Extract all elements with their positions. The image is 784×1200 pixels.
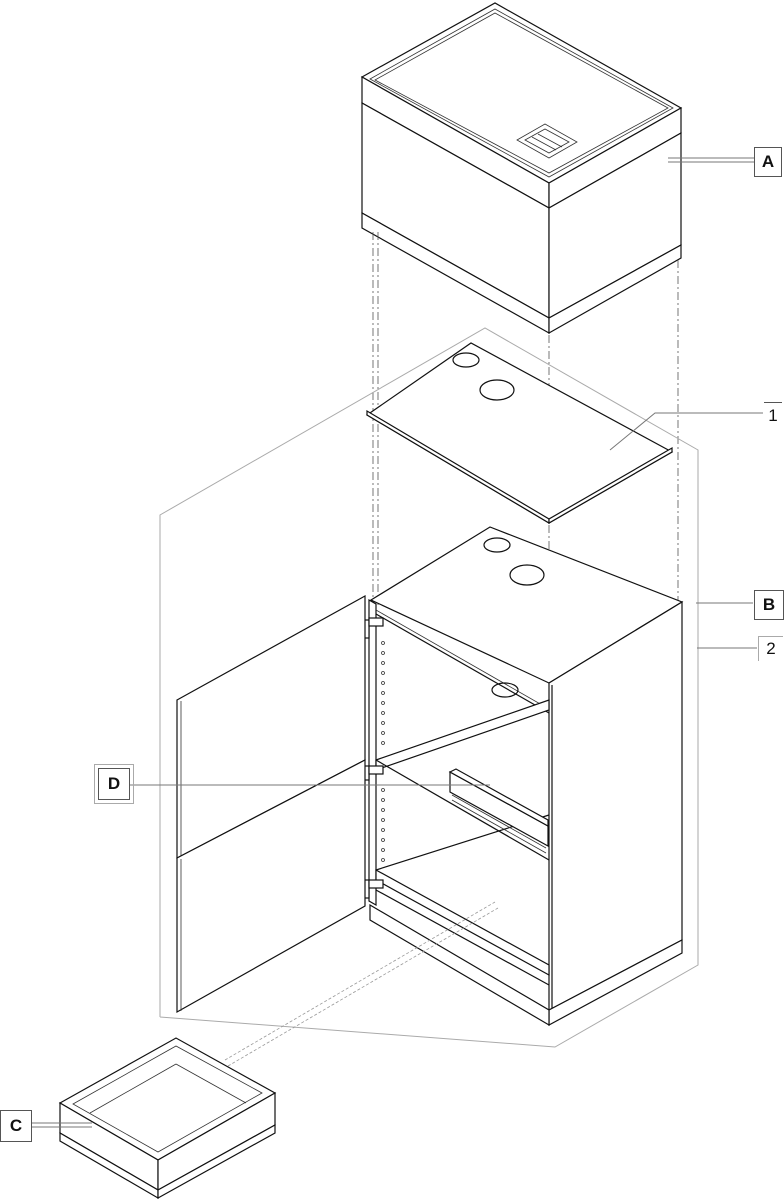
loose-shelf [365, 342, 674, 525]
drawer-projection-line [224, 901, 499, 1067]
callout-1-label: 1 [768, 406, 778, 425]
callout-B: B [754, 590, 784, 620]
callout-2-label: 2 [766, 639, 776, 658]
drawer-runner [448, 768, 549, 854]
callout-2: 2 [758, 636, 783, 661]
cabinet-carcass [359, 526, 684, 1027]
top-box-unit [360, 2, 683, 335]
assembly-envelope [159, 327, 699, 1048]
callout-A-label: A [761, 152, 775, 171]
door-panels [176, 594, 366, 1014]
callout-C: C [0, 1110, 32, 1142]
callout-D-label: D [107, 774, 121, 793]
shelf-pin-holes [381, 641, 385, 862]
leader-lines [32, 157, 763, 1128]
callout-B-label: B [762, 595, 776, 614]
callout-D: D [94, 764, 134, 804]
drawer [58, 1037, 277, 1200]
callout-1: 1 [764, 402, 782, 429]
callout-A: A [754, 147, 782, 177]
callout-C-label: C [9, 1116, 23, 1135]
